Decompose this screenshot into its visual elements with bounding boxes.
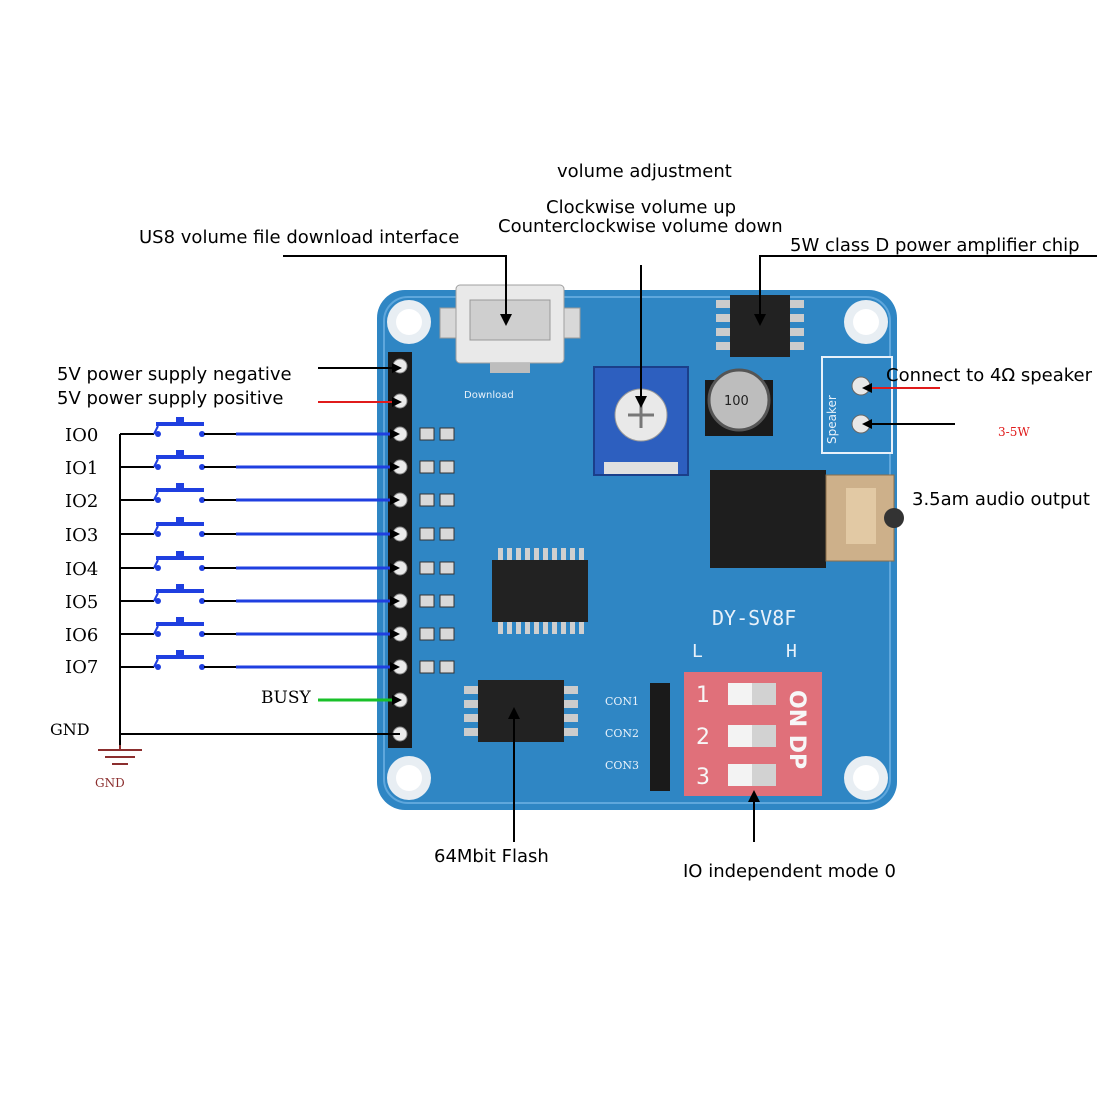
- audio-label: 3.5am audio output: [912, 489, 1090, 510]
- io-switch-wire: [120, 584, 400, 606]
- download-silk: Download: [464, 390, 514, 401]
- con-pads: [650, 683, 670, 791]
- con1-label: CON1: [605, 695, 639, 708]
- con2-label: CON2: [605, 727, 639, 740]
- flash-chip: [464, 680, 578, 742]
- audio-jack: [710, 470, 904, 568]
- volume-adjustment-label: volume adjustment: [557, 161, 732, 182]
- usb-connector: [439, 284, 581, 373]
- io-label: IO4: [65, 559, 99, 580]
- speaker-label: Connect to 4Ω speaker: [886, 365, 1093, 386]
- io-switch-wire: [120, 650, 400, 672]
- io-switch-wire: [120, 517, 400, 539]
- ground-symbol: [98, 745, 142, 765]
- usb-label: US8 volume file download interface: [139, 227, 460, 248]
- busy-label: BUSY: [261, 688, 311, 708]
- ground-symbol-label: GND: [95, 776, 125, 790]
- io-label: IO2: [65, 491, 99, 512]
- header-pins: [388, 352, 412, 748]
- io-switch-wire: [120, 551, 400, 573]
- gnd-label: GND: [50, 720, 90, 739]
- speaker-silk: Speaker: [825, 395, 839, 444]
- io-label: IO5: [65, 592, 99, 613]
- io-label: IO6: [65, 625, 99, 646]
- smd-resistors: [419, 427, 455, 674]
- io-switch-wire: [120, 450, 400, 472]
- io-label: IO3: [65, 525, 99, 546]
- svg-text:100: 100: [724, 394, 749, 409]
- flash-label: 64Mbit Flash: [434, 846, 549, 867]
- io-label: IO7: [65, 657, 99, 678]
- io-switch-wire: [120, 483, 400, 505]
- io-switch-wire: [120, 617, 400, 639]
- annotation-arrows: [500, 314, 872, 802]
- io-switch-wire: [120, 417, 400, 439]
- model-label: DY-SV8F: [712, 606, 796, 630]
- con3-label: CON3: [605, 759, 639, 772]
- annotation-lines: [283, 255, 1097, 842]
- dip-number-3: 3: [696, 765, 710, 790]
- counterclockwise-label: Counterclockwise volume down: [498, 216, 783, 237]
- io-label: IO0: [65, 425, 99, 446]
- amp-label: 5W class D power amplifier chip: [790, 235, 1080, 256]
- mode-label: IO independent mode 0: [683, 861, 896, 882]
- decoder-chip: [492, 548, 588, 634]
- clockwise-label: Clockwise volume up: [546, 197, 737, 218]
- io-label: IO1: [65, 458, 99, 479]
- dip-number-2: 2: [696, 725, 710, 750]
- dip-high-label: H: [786, 641, 797, 662]
- mounting-holes: [387, 300, 888, 800]
- neg-label: 5V power supply negative: [57, 364, 292, 385]
- electrolytic-capacitor: 100: [705, 368, 773, 436]
- dip-low-label: L: [692, 641, 703, 662]
- power-range-label: 3-5W: [998, 425, 1030, 439]
- io-wires: [120, 417, 400, 672]
- dip-switch: [684, 672, 822, 796]
- speaker-terminal: [821, 356, 893, 454]
- dip-on-label: ON DP: [784, 690, 809, 769]
- dip-number-1: 1: [696, 683, 710, 708]
- pos-label: 5V power supply positive: [57, 388, 284, 409]
